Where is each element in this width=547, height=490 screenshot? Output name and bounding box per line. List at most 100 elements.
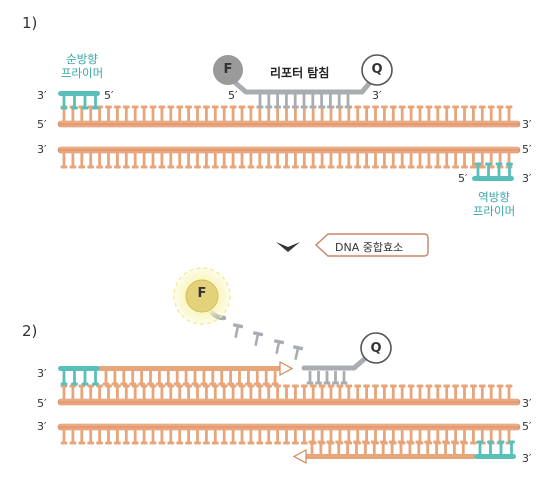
- forward-primer-label: 순방향 프라이머: [54, 52, 110, 80]
- strand-tooth: [478, 384, 486, 388]
- strand-tooth: [160, 386, 164, 399]
- strand-tooth: [194, 165, 201, 169]
- strand-tooth: [87, 384, 95, 388]
- strand-tooth: [222, 107, 226, 121]
- strand-tooth: [426, 442, 430, 454]
- prime-label: 5′: [228, 89, 238, 102]
- strand-tooth: [71, 153, 75, 167]
- strand-tooth: [418, 430, 422, 443]
- strand-tooth: [442, 440, 449, 444]
- probe-tooth: [308, 371, 312, 383]
- probe-tooth: [285, 94, 288, 107]
- strand-tooth: [273, 371, 277, 384]
- strand-tooth: [496, 384, 504, 388]
- prime-label: 3′: [37, 367, 47, 380]
- strand-tooth: [320, 386, 324, 399]
- strand-tooth: [276, 153, 279, 167]
- strand-tooth: [71, 107, 75, 121]
- strand-tooth: [258, 386, 262, 399]
- strand-tooth: [116, 153, 119, 167]
- strand-tooth: [167, 441, 175, 445]
- strand-tooth: [69, 165, 77, 169]
- strand-tooth: [151, 386, 155, 399]
- strand-tooth: [98, 107, 101, 121]
- strand-tooth: [311, 107, 315, 121]
- strand-tooth: [87, 441, 95, 445]
- strand-tooth: [211, 441, 219, 445]
- strand-tooth: [408, 442, 412, 454]
- strand-tooth: [104, 371, 108, 384]
- strand-tooth: [400, 430, 404, 443]
- strand-tooth: [283, 441, 290, 445]
- strand-tooth: [418, 153, 422, 167]
- reverse-primer-label: 역방향 프라이머: [466, 190, 522, 218]
- strand-tooth: [383, 107, 386, 121]
- strand-tooth: [240, 386, 244, 399]
- strand-tooth: [89, 107, 93, 121]
- strand-tooth: [140, 371, 143, 384]
- strand-tooth: [346, 442, 349, 454]
- strand-tooth: [149, 371, 152, 384]
- strand-tooth: [107, 430, 110, 443]
- prime-label: 5′: [37, 118, 47, 131]
- strand-tooth: [96, 441, 103, 445]
- strand-tooth: [389, 105, 397, 109]
- strand-tooth: [140, 165, 148, 169]
- strand-tooth: [470, 105, 477, 109]
- strand-tooth: [461, 105, 468, 109]
- strand-tooth: [356, 153, 360, 167]
- strand-tooth: [337, 442, 341, 454]
- strand-tooth: [220, 105, 228, 109]
- strand-tooth: [114, 384, 121, 388]
- strand-tooth: [185, 384, 192, 388]
- strand-tooth: [489, 107, 493, 121]
- strand-tooth: [229, 165, 237, 169]
- strand-tooth: [498, 153, 502, 167]
- strand-tooth: [240, 153, 244, 167]
- strand-tooth: [409, 430, 413, 443]
- strand-tooth: [292, 441, 299, 445]
- strand-tooth: [445, 386, 449, 399]
- strand-tooth: [472, 430, 475, 443]
- primer-tooth: [71, 382, 78, 386]
- nucleotide-head: [252, 331, 264, 337]
- strand-tooth: [105, 384, 112, 388]
- strand-tooth: [116, 386, 119, 399]
- cleaved-nucleotide: [252, 331, 264, 347]
- strand-tooth: [220, 384, 228, 388]
- strand-tooth: [131, 105, 139, 109]
- strand-tooth: [487, 384, 495, 388]
- strand-tooth: [107, 107, 110, 121]
- markers: [173, 54, 429, 364]
- strand-tooth: [231, 107, 235, 121]
- strand-tooth: [80, 386, 84, 399]
- strand-tooth: [203, 441, 210, 445]
- strand-tooth: [169, 430, 173, 443]
- strand-tooth: [122, 105, 130, 109]
- probe-tooth: [334, 371, 337, 383]
- strand-tooth: [247, 165, 255, 169]
- strand-tooth: [309, 384, 317, 388]
- strand-tooth: [453, 442, 456, 454]
- primer-tooth: [508, 164, 511, 176]
- strand-tooth: [362, 440, 369, 444]
- prime-label: 5′: [522, 143, 532, 156]
- strand-tooth: [176, 384, 184, 388]
- strand-tooth: [105, 105, 112, 109]
- strand-tooth: [276, 430, 279, 443]
- strand-tooth: [302, 107, 306, 121]
- strand-tooth: [285, 153, 288, 167]
- strand-tooth: [258, 107, 262, 121]
- strand-tooth: [78, 165, 86, 169]
- strand-tooth: [470, 384, 477, 388]
- strand-tooth: [370, 440, 378, 444]
- strand-tooth: [149, 384, 157, 388]
- strand-tooth: [160, 430, 164, 443]
- strand-tooth: [249, 107, 253, 121]
- strand-tooth: [140, 105, 148, 109]
- forward-primer-line2: 프라이머: [60, 66, 104, 80]
- strand-tooth: [427, 430, 431, 443]
- quencher-letter-2: Q: [370, 341, 382, 356]
- strand-tooth: [454, 430, 457, 443]
- strand-tooth: [400, 107, 404, 121]
